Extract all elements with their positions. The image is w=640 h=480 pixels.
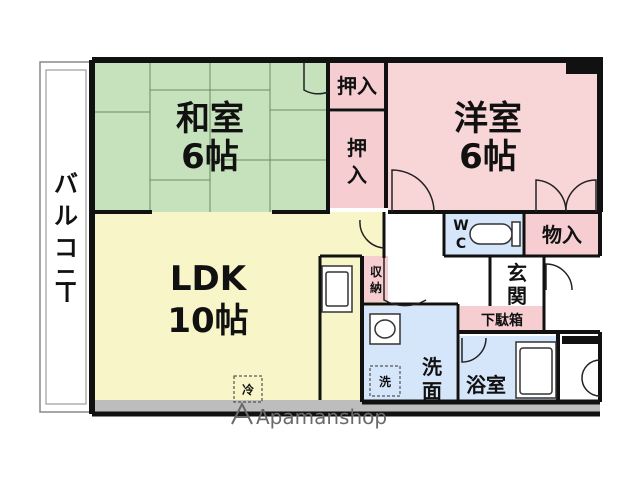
oshiire-top-label: 押入 [337, 74, 377, 98]
monoire-label: 物入 [542, 223, 582, 247]
svg-text:バ: バ [54, 170, 78, 198]
doors [303, 62, 601, 397]
tatami-lines [92, 62, 328, 212]
svg-text:コ: コ [54, 234, 78, 262]
toilet-icon [469, 221, 521, 247]
shuno-label-1: 収 [370, 265, 383, 279]
washer-label: 洗 [379, 374, 391, 389]
bath-label: 浴室 [466, 373, 506, 397]
apamanshop-logo: Apamanshop [231, 401, 387, 429]
svg-text:ー: ー [52, 280, 80, 304]
ldk-name: LDK [170, 259, 248, 299]
monoire-room [524, 212, 600, 256]
oshiire-mid-label-2: 入 [347, 163, 367, 187]
svg-text:ニ: ニ [54, 264, 78, 292]
youshitsu-size: 6帖 [459, 137, 517, 177]
pillar-right [562, 336, 600, 344]
balcony-label: バ ル コ ニ ー [52, 170, 80, 304]
geta-bako-label: 下駄箱 [481, 312, 523, 329]
youshitsu-name: 洋室 [454, 99, 522, 139]
oshiire-mid [328, 112, 386, 208]
wc-label-2: C [456, 236, 466, 252]
fridge-label: 冷 [242, 382, 254, 397]
geta-bako [460, 306, 544, 332]
fridge-space [233, 375, 263, 403]
washitsu-name: 和室 [176, 99, 244, 139]
sink-icon [369, 313, 401, 345]
senmen-label-2: 面 [422, 379, 442, 403]
senmen-label-1: 洗 [422, 355, 442, 379]
svg-text:ル: ル [54, 202, 78, 230]
kitchen-counter [321, 265, 353, 313]
walls [89, 57, 603, 417]
genkan-label-2: 関 [507, 284, 527, 308]
balcony [39, 61, 93, 413]
washitsu-size: 6帖 [181, 137, 239, 177]
oshiire-top [328, 62, 386, 110]
bathtub-icon [515, 341, 557, 399]
wc-label-1: W [453, 218, 468, 234]
oshiire-mid-label-1: 押 [347, 136, 367, 160]
genkan-label-1: 玄 [507, 261, 527, 285]
washer-space [369, 365, 401, 397]
youshitsu-room [388, 62, 600, 212]
ldk-size: 10帖 [167, 301, 248, 341]
watermark-text: Apamanshop [256, 405, 387, 429]
shuno-label-2: 納 [370, 280, 382, 295]
pillar [566, 58, 600, 74]
